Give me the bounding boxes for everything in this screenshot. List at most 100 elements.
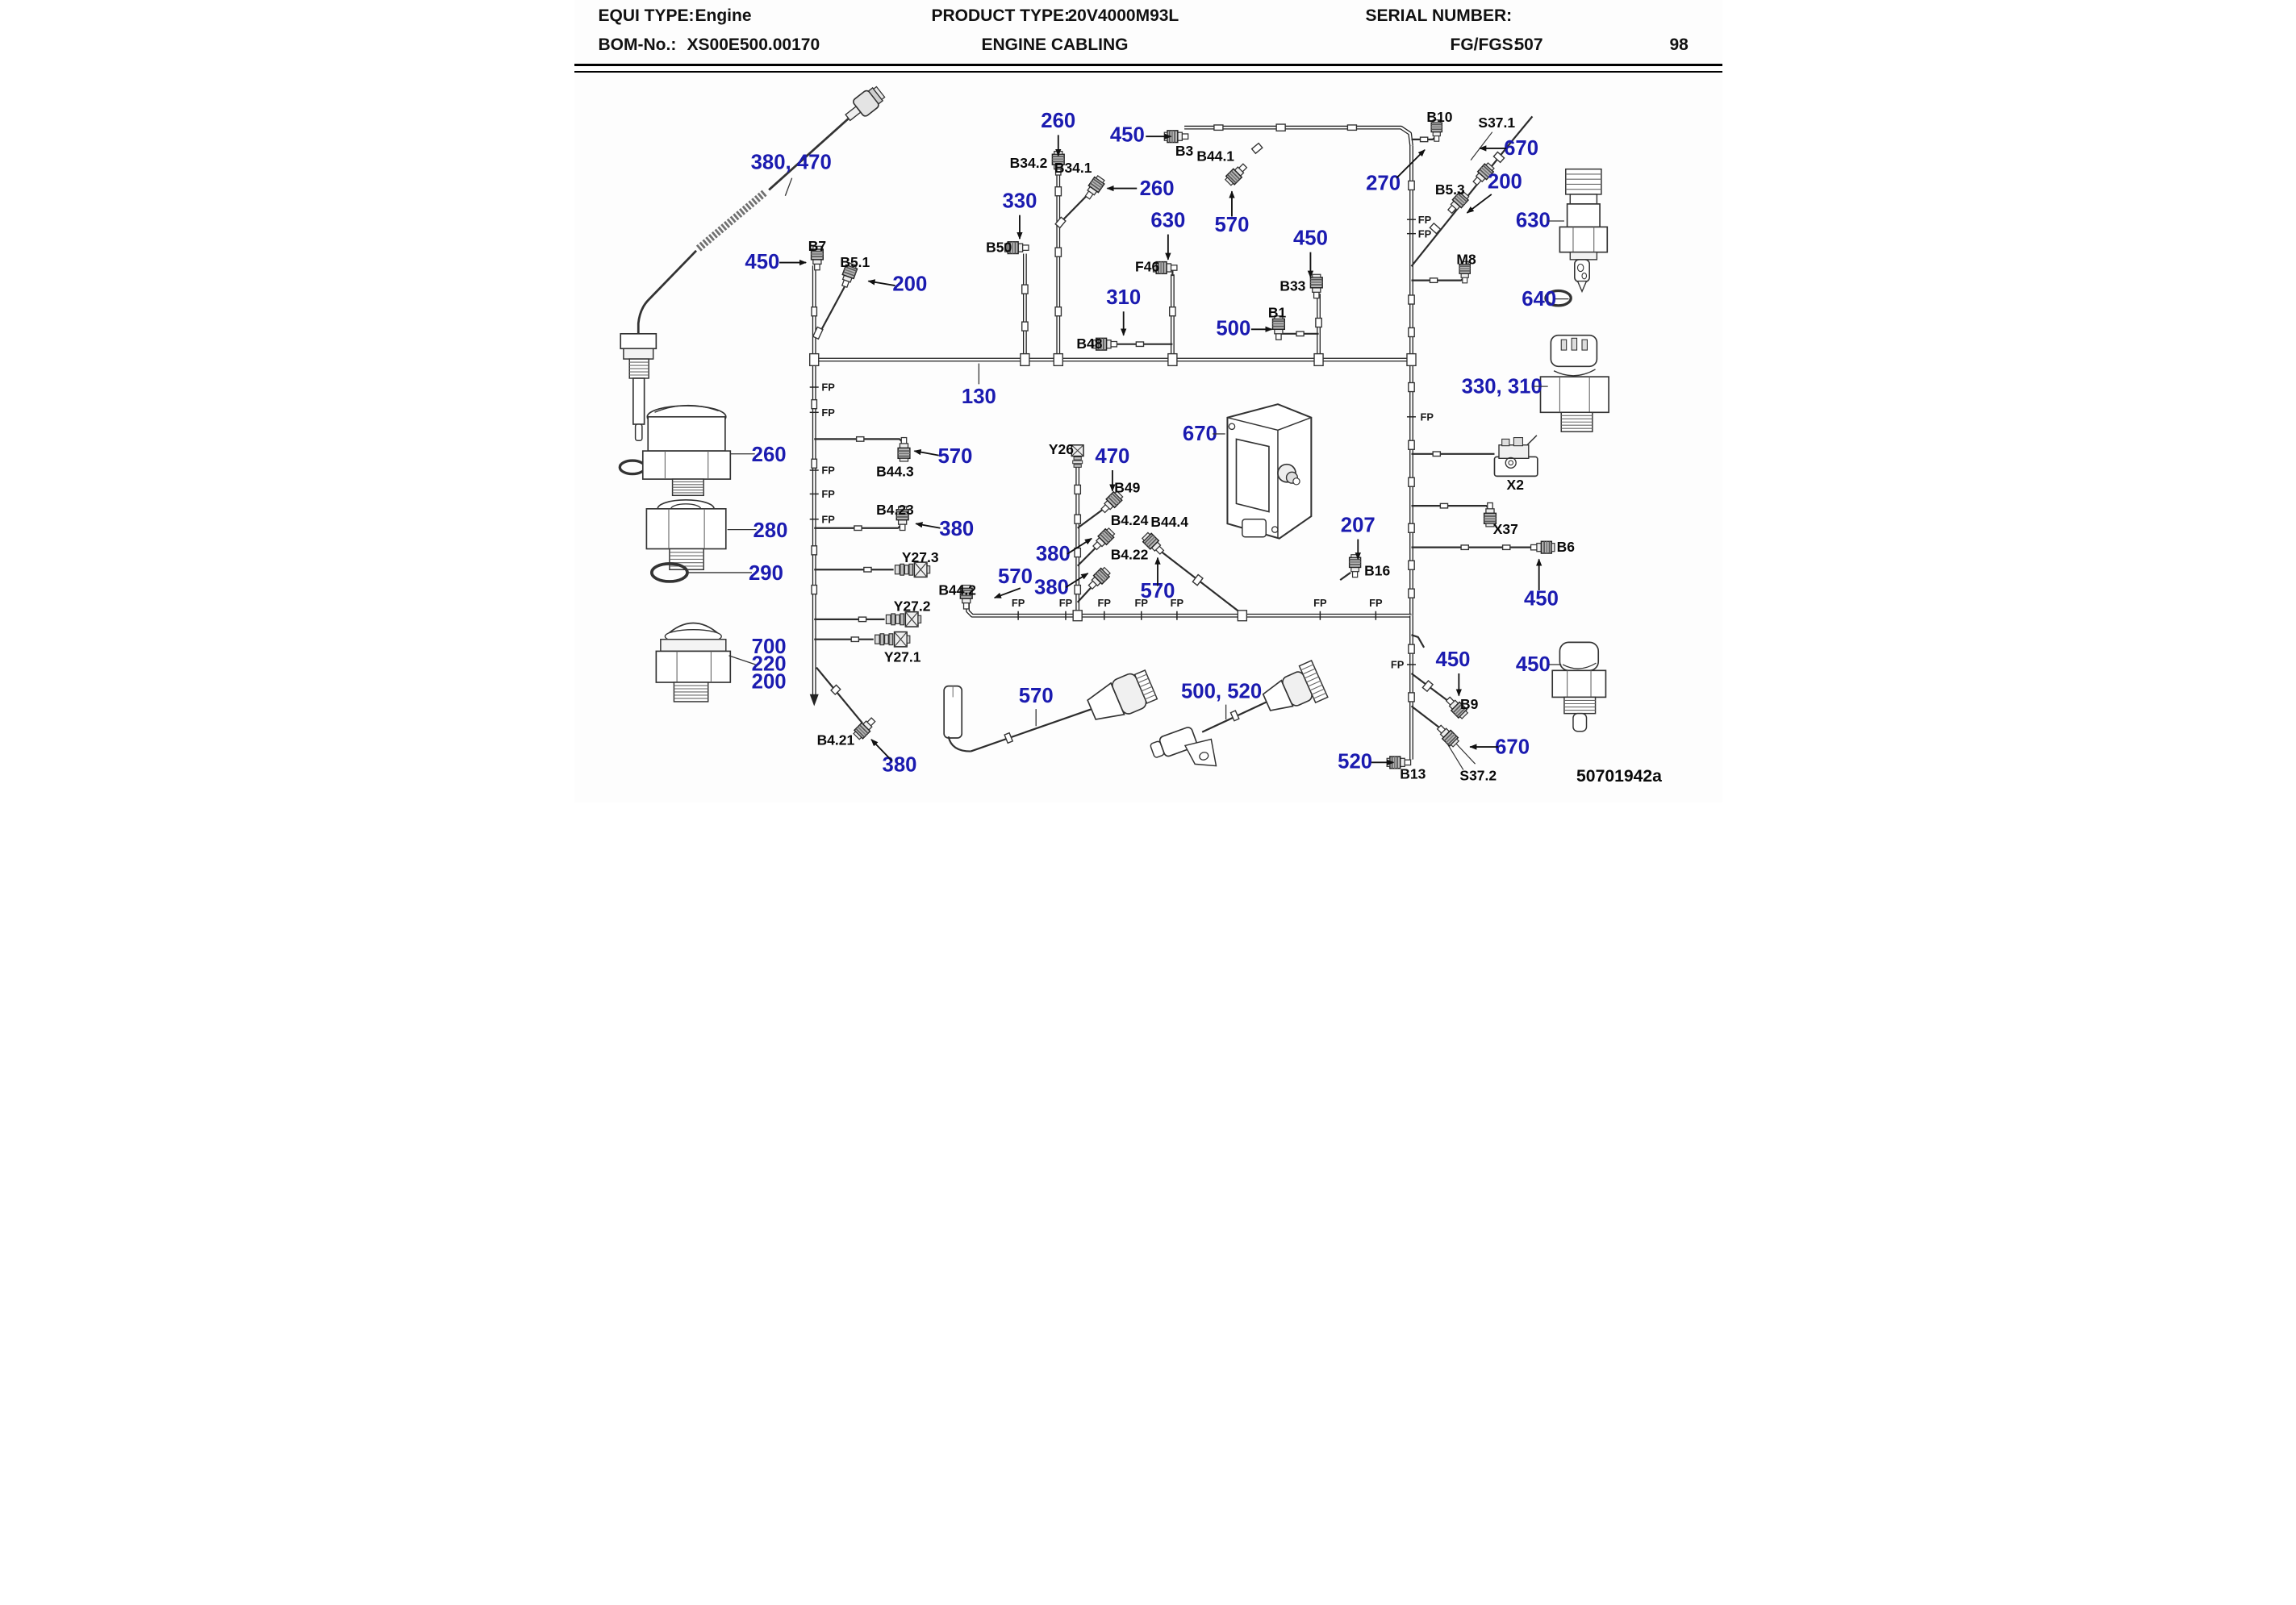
x2-hole (1505, 456, 1517, 469)
s630-collar (1569, 251, 1597, 261)
callout-380: 380 (939, 518, 974, 540)
wire (1076, 544, 1099, 567)
fp-marker-label: FP (821, 406, 835, 419)
connector-b33 (1309, 273, 1323, 299)
inline-fitting (1439, 502, 1448, 509)
x2-hole-inner (1507, 460, 1513, 466)
temp-sensor-450 (1551, 641, 1606, 732)
spd-connector (1262, 660, 1329, 711)
inline-fitting (1405, 352, 1417, 367)
inline-fitting (1213, 124, 1224, 131)
ecu-hole (1228, 423, 1235, 431)
callout-450: 450 (1515, 653, 1550, 676)
part-label-b13: B13 (1400, 766, 1426, 782)
callout-500-520: 500, 520 (1180, 680, 1261, 702)
wire (1509, 115, 1533, 144)
wire (970, 707, 1094, 752)
part-label-b3: B3 (1175, 143, 1193, 159)
inline-fitting (1407, 523, 1415, 533)
inline-fitting (829, 684, 841, 696)
inline-fitting (858, 616, 866, 623)
inj-cap-thread (1144, 694, 1155, 700)
probe-o-ring (618, 459, 646, 476)
probe-coil (695, 190, 767, 252)
inline-fitting (810, 306, 817, 317)
part-label-b44.4: B44.4 (1150, 514, 1188, 530)
inj-cap-thread (1142, 690, 1154, 696)
spd-sensor (1150, 727, 1217, 767)
part-label-b4.21: B4.21 (816, 732, 854, 748)
wire (815, 666, 863, 724)
inline-fitting (1419, 136, 1428, 143)
thin-wire (1452, 740, 1476, 765)
fp-marker-label: FP (1417, 214, 1431, 226)
o290 (649, 562, 689, 583)
thin-wire (1470, 131, 1492, 160)
inline-fitting (1073, 584, 1081, 595)
s260-swirl (653, 404, 719, 413)
part-label-b50: B50 (986, 240, 1012, 256)
s630-barrel (1566, 203, 1601, 228)
part-label-b7: B7 (808, 238, 825, 254)
inline-fitting (1407, 180, 1415, 191)
valve-connector-y27.1 (874, 631, 911, 648)
callout-270: 270 (1366, 172, 1401, 194)
x2-base (1493, 456, 1538, 477)
callout-630: 630 (1515, 209, 1550, 231)
inline-fitting (1431, 451, 1441, 457)
part-label-f46: F46 (1135, 259, 1159, 275)
callout-670: 670 (1182, 423, 1217, 445)
inline-fitting (1407, 381, 1415, 393)
part-label-b33: B33 (1279, 277, 1305, 294)
callout-290: 290 (748, 562, 783, 585)
spd-flange (1183, 738, 1217, 767)
probe-connector-cap (872, 85, 886, 101)
fp-marker-label: FP (821, 381, 835, 394)
spd-cone (1262, 679, 1294, 711)
spd-cap-thread (1302, 668, 1315, 675)
x2-tab (1513, 437, 1523, 447)
drawing-number: 50701942a (1576, 767, 1662, 786)
s630-cap (1564, 168, 1602, 195)
adapter-280 (645, 498, 727, 570)
ecu-edges (1226, 417, 1312, 539)
inline-fitting (1421, 680, 1434, 693)
fp-marker-label: FP (821, 488, 835, 500)
inj-cone (1086, 682, 1125, 720)
inline-fitting (1314, 317, 1322, 328)
inline-fitting (1428, 222, 1441, 235)
wire (1410, 634, 1425, 648)
inj-cap-thread (1141, 686, 1152, 692)
o-ring-290 (649, 562, 689, 583)
inline-fitting (1135, 341, 1144, 348)
callout-260: 260 (751, 444, 786, 466)
part-label-x2: X2 (1506, 477, 1524, 493)
inline-fitting (1073, 514, 1081, 524)
inline-fitting (1429, 277, 1438, 284)
inline-fitting (810, 584, 817, 595)
inline-fitting (1501, 544, 1510, 551)
fp-marker-label: FP (1134, 597, 1148, 609)
a280-hex (645, 508, 727, 550)
page: EQUI TYPE: Engine PRODUCT TYPE: 20V4000M… (574, 0, 1722, 802)
callout-220: 220 (751, 652, 786, 675)
inline-fitting (1054, 247, 1062, 257)
callout-450: 450 (745, 251, 779, 273)
s260-body (646, 415, 726, 452)
callout-670: 670 (1504, 137, 1538, 160)
sensor-630 (1559, 168, 1608, 294)
s330-hex (1539, 376, 1609, 414)
callout-570: 570 (1018, 685, 1053, 707)
inline-fitting (1313, 352, 1324, 367)
fp-marker-label: FP (1058, 597, 1072, 609)
part-label-y27.1: Y27.1 (883, 648, 920, 665)
spd-cap-thread (1309, 684, 1322, 691)
inj-cap (1133, 669, 1158, 704)
fp-marker-label: FP (1420, 411, 1434, 423)
probe-tip (634, 423, 643, 441)
inline-fitting (1053, 352, 1063, 367)
sensor-330-310 (1539, 334, 1609, 432)
callout-130: 130 (961, 386, 996, 408)
callout-260: 260 (1041, 110, 1075, 132)
